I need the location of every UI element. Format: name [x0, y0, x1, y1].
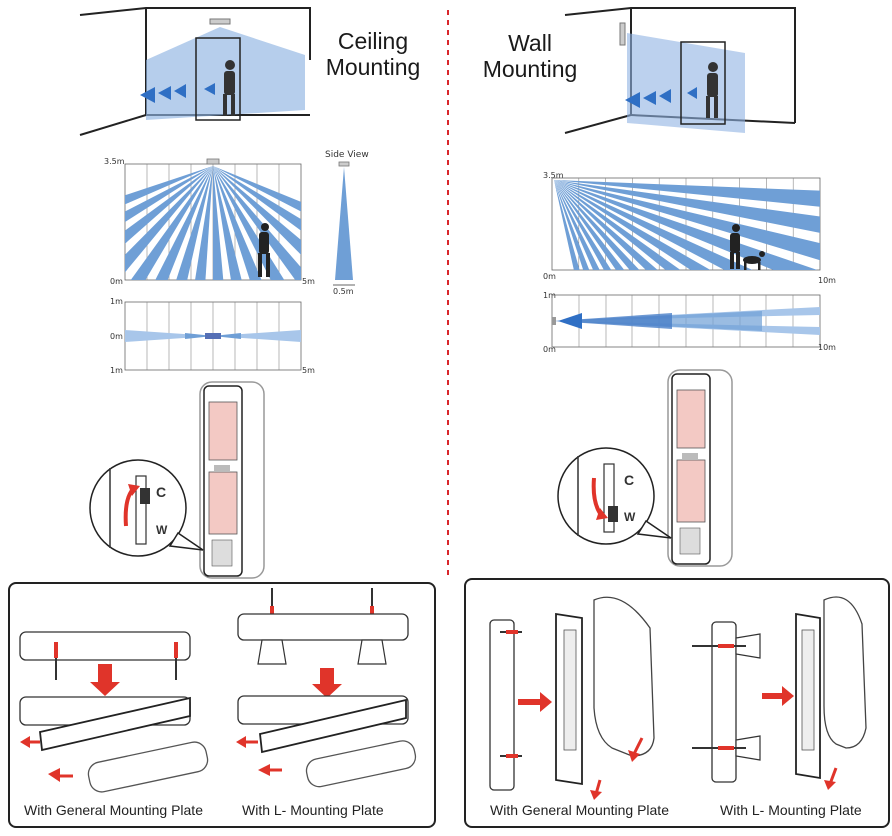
wall-room-illustration: [564, 7, 796, 134]
wall-person-dog-icon: [730, 224, 765, 270]
ceiling-l-plate-steps: [236, 588, 417, 788]
ceiling-installation-panel: With General Mounting Plate With L- Moun…: [8, 582, 436, 828]
wall-title-line1: Wall: [508, 30, 552, 56]
wall-top-range-label: 10m: [818, 343, 836, 352]
ceiling-switch-callout: [89, 459, 204, 557]
ceiling-range-label: 5m: [302, 277, 315, 286]
ceiling-height-top-label: 3.5m: [104, 157, 125, 166]
wall-top-pattern: [551, 294, 821, 348]
wall-switch-callout: [557, 447, 672, 545]
wall-height-bottom-label: 0m: [543, 272, 556, 281]
ceiling-detector-open-view: [199, 381, 265, 579]
ceiling-top-range-label: 5m: [302, 366, 315, 375]
ceiling-top-1m-label: 1m: [110, 297, 123, 306]
person-walking-icon: [223, 60, 235, 116]
ceiling-top-1m-bottom-label: 1m: [110, 366, 123, 375]
ceiling-width-label: 0.5m: [333, 287, 354, 296]
ceiling-general-plate-steps: [19, 631, 209, 793]
wall-switch-w-label: W: [624, 510, 636, 524]
side-view-label: Side View: [325, 150, 369, 160]
wall-installation-panel: With General Mounting Plate With L- Moun…: [464, 578, 890, 828]
ceiling-detection-pattern: [124, 158, 302, 281]
ceiling-side-view-cone: [333, 161, 355, 286]
wall-caption-l: With L- Mounting Plate: [720, 802, 862, 818]
wall-top-1m-label: 1m: [543, 291, 556, 300]
wall-caption-general: With General Mounting Plate: [490, 802, 669, 818]
wall-general-plate-steps: [489, 596, 655, 800]
wall-range-label: 10m: [818, 276, 836, 285]
wall-switch-c-label: C: [624, 472, 635, 488]
wall-height-top-label: 3.5m: [543, 171, 564, 180]
ceiling-top-0m-label: 0m: [110, 332, 123, 341]
ceiling-height-bottom-label: 0m: [110, 277, 123, 286]
wall-person-walking-icon: [706, 62, 718, 118]
ceiling-top-pattern: [124, 301, 302, 371]
ceiling-caption-l: With L- Mounting Plate: [242, 802, 384, 818]
wall-detector-open-view: [667, 369, 733, 567]
ceiling-switch-c-label: C: [156, 484, 167, 500]
wall-top-0m-label: 0m: [543, 345, 556, 354]
person-in-pattern-icon: [258, 223, 270, 277]
ceiling-switch-w-label: W: [156, 523, 168, 537]
ceiling-caption-general: With General Mounting Plate: [24, 802, 203, 818]
ceiling-title-line2: Mounting: [325, 54, 421, 80]
ceiling-room-illustration: [79, 7, 311, 136]
wall-detection-pattern: [551, 177, 821, 271]
wall-title-line2: Mounting: [482, 56, 578, 82]
ceiling-title-line1: Ceiling: [337, 28, 409, 54]
wall-l-plate-steps: [692, 596, 867, 790]
